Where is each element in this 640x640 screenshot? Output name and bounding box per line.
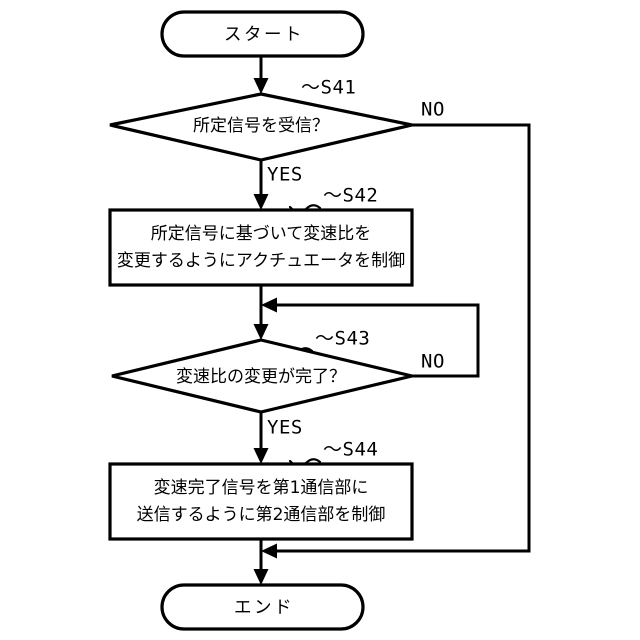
edge-s44-to-end [253,539,269,585]
edge-s43-no-loop [261,297,480,378]
node-s41-decision[interactable]: 所定信号を受信？ [109,92,413,162]
s43-label: 変速比の変更が完了？ [176,367,346,387]
s44-label-line2: 送信するように第2通信部を制御 [137,505,386,525]
arrow-head-icon [253,194,269,210]
s44-step-tag: ～S44 [323,439,378,461]
arrow-head-icon [253,569,269,585]
s41-step-tag: ～S41 [301,77,356,99]
s44-process-shape [108,462,414,541]
edge-s41-no-bypass [261,123,531,559]
s43-decision-shape [111,338,413,414]
s41-yes-label: YES [267,164,303,186]
node-s44-process[interactable]: 変速完了信号を第1通信部に 送信するように第2通信部を制御 [108,462,414,541]
node-s43-decision[interactable]: 変速比の変更が完了？ [111,338,413,414]
s41-label: 所定信号を受信？ [193,116,329,136]
end-terminator-shape [160,583,365,631]
start-label: スタート [224,25,304,45]
edge-s43-yes-to-s44 [253,412,269,464]
s44-label-line1: 変速完了信号を第1通信部に [154,478,369,498]
s41-no-label: NO [421,99,445,121]
start-terminator-shape [160,10,365,58]
s42-step-tag: ～S42 [323,185,378,207]
node-s42-process[interactable]: 所定信号に基づいて変速比を 変更するようにアクチュエータを制御 [108,208,414,287]
s43-no-label: NO [421,351,445,373]
node-start[interactable]: スタート [160,10,365,58]
arrow-head-icon [261,543,277,559]
s42-label-line2: 変更するようにアクチュエータを制御 [117,251,405,271]
arrow-head-icon [253,78,269,94]
s43-yes-label: YES [267,417,303,439]
arrow-head-icon [253,324,269,340]
edge-s42-to-s43 [253,285,269,340]
end-label: エンド [234,598,294,618]
s42-label-line1: 所定信号に基づいて変速比を [151,224,372,244]
arrow-head-icon [253,448,269,464]
edge-start-to-s41 [253,55,269,94]
s43-step-tag: ～S43 [315,328,370,350]
node-end[interactable]: エンド [160,583,365,631]
s42-process-shape [108,208,414,287]
edge-s41-yes-to-s42 [253,160,269,210]
s41-decision-shape [109,92,413,162]
arrow-head-icon [261,297,277,313]
